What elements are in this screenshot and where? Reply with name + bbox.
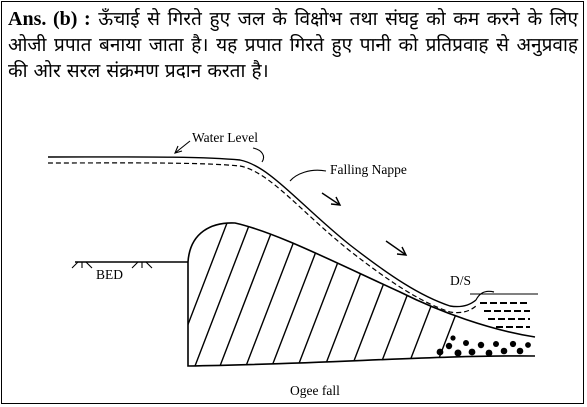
flow-arrow-1: [321, 192, 342, 206]
downstream-pool-lines: [480, 302, 530, 328]
answer-paragraph: Ans. (b) : ऊँचाई से गिरते हुए जल के विक्…: [8, 6, 578, 84]
flow-arrow-2: [385, 240, 408, 256]
stone-apron: [436, 335, 531, 357]
downstream-label: D/S: [450, 273, 471, 288]
water-level-label: Water Level: [192, 130, 258, 145]
answer-prefix: Ans. (b) :: [8, 8, 91, 30]
diagram-caption: Ogee fall: [290, 383, 340, 398]
downstream-water-curve: [475, 290, 495, 301]
water-surface-line: [47, 156, 477, 308]
bed-ground-symbol: [71, 261, 153, 269]
nappe-dashed-line: [47, 162, 477, 314]
falling-nappe-leader: [289, 169, 327, 182]
water-level-leader: [174, 140, 191, 154]
water-level-tail: [252, 147, 265, 163]
falling-nappe-label: Falling Nappe: [330, 162, 407, 177]
bed-label: BED: [96, 267, 123, 282]
answer-text: ऊँचाई से गिरते हुए जल के विक्षोभ तथा संघ…: [8, 8, 578, 82]
